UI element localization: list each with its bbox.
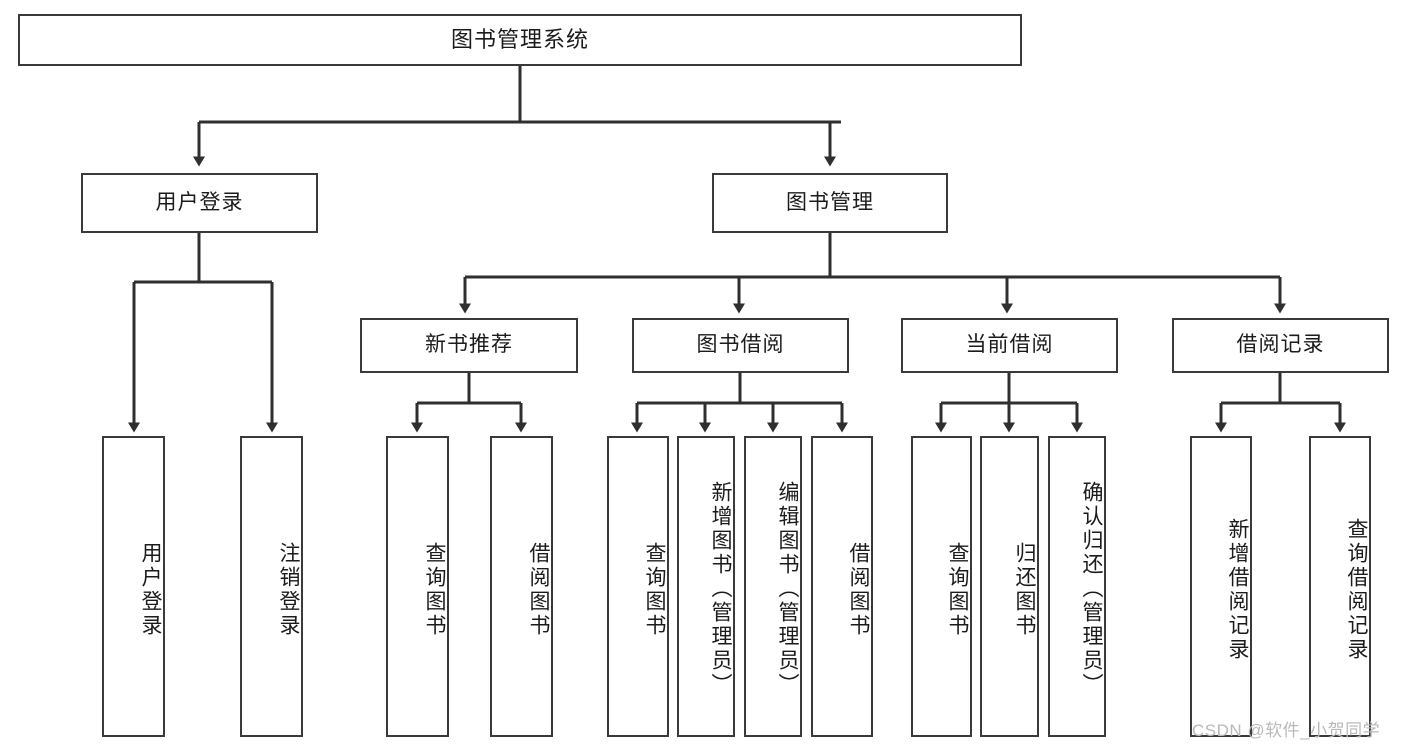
- node-label: 借阅记录: [1236, 333, 1325, 357]
- node-label: 图书管理: [786, 190, 874, 214]
- node-label: 当前借阅: [965, 333, 1054, 357]
- node-current-borrow[interactable]: 当前借阅: [901, 318, 1118, 373]
- leaf-user-login[interactable]: 用户登录: [102, 436, 165, 737]
- leaf-borrow-book-recommend[interactable]: 借阅图书: [490, 436, 553, 737]
- node-user-login[interactable]: 用户登录: [81, 173, 318, 233]
- leaf-label: 借阅图书: [527, 541, 550, 638]
- node-root-book-management-system[interactable]: 图书管理系统: [18, 14, 1022, 66]
- node-borrow-record[interactable]: 借阅记录: [1172, 318, 1389, 373]
- leaf-label: 查询图书: [946, 541, 969, 638]
- leaf-confirm-return-admin[interactable]: 确认归还（管理员）: [1048, 436, 1106, 737]
- leaf-label: 新增图书（管理员）: [709, 480, 732, 697]
- leaf-borrow-book[interactable]: 借阅图书: [811, 436, 873, 737]
- leaf-label: 查询图书: [423, 541, 446, 638]
- leaf-query-book-current[interactable]: 查询图书: [911, 436, 972, 737]
- node-label: 图书管理系统: [450, 27, 589, 53]
- leaf-query-book-borrow[interactable]: 查询图书: [607, 436, 669, 737]
- leaf-query-book-recommend[interactable]: 查询图书: [386, 436, 449, 737]
- leaf-label: 编辑图书（管理员）: [776, 480, 799, 697]
- leaf-label: 确认归还（管理员）: [1080, 480, 1103, 697]
- leaf-label: 查询借阅记录: [1345, 517, 1368, 662]
- leaf-label: 注销登录: [277, 541, 300, 638]
- leaf-label: 归还图书: [1013, 541, 1036, 638]
- leaf-label: 用户登录: [139, 541, 162, 638]
- leaf-add-borrow-record[interactable]: 新增借阅记录: [1190, 436, 1252, 737]
- node-label: 用户登录: [155, 190, 244, 214]
- node-label: 新书推荐: [425, 333, 513, 357]
- watermark: CSDN @软件_小贺同学: [1192, 721, 1381, 740]
- node-new-book-recommend[interactable]: 新书推荐: [360, 318, 578, 373]
- leaf-edit-book-admin[interactable]: 编辑图书（管理员）: [744, 436, 802, 737]
- node-book-management[interactable]: 图书管理: [712, 173, 948, 233]
- leaf-logout[interactable]: 注销登录: [240, 436, 303, 737]
- leaf-query-borrow-record[interactable]: 查询借阅记录: [1309, 436, 1371, 737]
- node-label: 图书借阅: [696, 333, 785, 357]
- leaf-label: 查询图书: [643, 541, 666, 638]
- leaf-label: 新增借阅记录: [1226, 517, 1249, 662]
- leaf-add-book-admin[interactable]: 新增图书（管理员）: [677, 436, 735, 737]
- leaf-label: 借阅图书: [847, 541, 870, 638]
- leaf-return-book[interactable]: 归还图书: [980, 436, 1039, 737]
- node-book-borrow[interactable]: 图书借阅: [632, 318, 849, 373]
